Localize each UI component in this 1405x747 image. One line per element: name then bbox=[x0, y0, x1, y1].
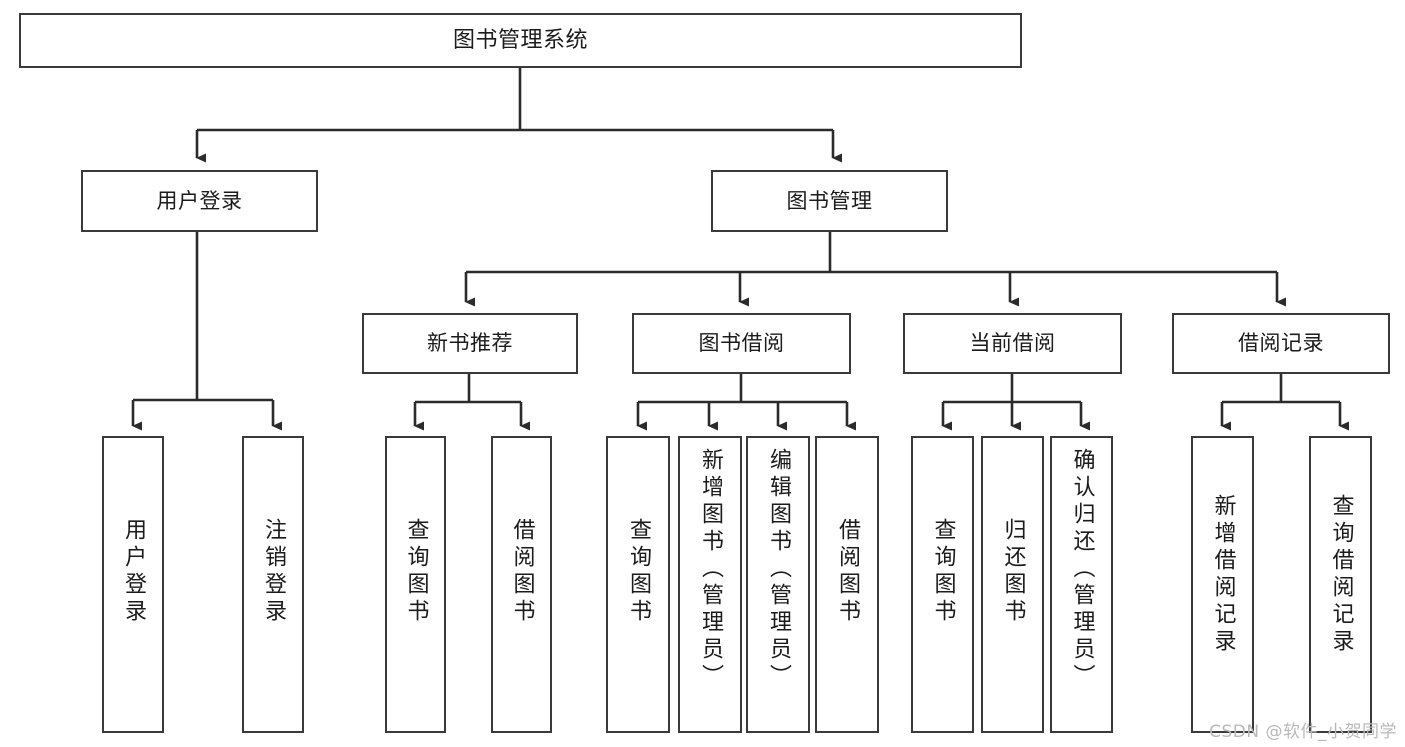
node-user-login[interactable]: 用户登录 bbox=[81, 170, 318, 232]
leaf-query-borrow-record[interactable]: 查询借阅记录 bbox=[1309, 436, 1372, 733]
leaf-user-login[interactable]: 用户登录 bbox=[102, 436, 164, 733]
node-label: 借阅图书 bbox=[509, 518, 535, 626]
leaf-borrow-book-recommend[interactable]: 借阅图书 bbox=[491, 436, 552, 733]
node-label: 查询图书 bbox=[626, 518, 651, 626]
leaf-logout[interactable]: 注销登录 bbox=[242, 436, 304, 733]
node-label: 查询图书 bbox=[930, 518, 956, 626]
node-label: 新增借阅记录 bbox=[1210, 494, 1236, 656]
node-current-borrow[interactable]: 当前借阅 bbox=[903, 313, 1122, 374]
csdn-watermark: CSDN @软件_小贺同学 bbox=[1209, 722, 1397, 742]
node-label: 新增图书（管理员） bbox=[698, 448, 723, 691]
node-label: 用户登录 bbox=[121, 518, 146, 626]
node-label: 归还图书 bbox=[1000, 518, 1026, 626]
node-label: 用户登录 bbox=[156, 188, 243, 213]
node-label: 查询图书 bbox=[403, 518, 429, 626]
leaf-return-book[interactable]: 归还图书 bbox=[981, 436, 1044, 733]
node-label: 编辑图书（管理员） bbox=[766, 448, 791, 691]
node-label: 借阅记录 bbox=[1238, 331, 1324, 356]
node-book-management[interactable]: 图书管理 bbox=[711, 170, 948, 232]
node-root-system[interactable]: 图书管理系统 bbox=[19, 13, 1022, 68]
node-label: 新书推荐 bbox=[427, 331, 513, 356]
node-label: 图书管理 bbox=[786, 188, 873, 213]
node-label: 确认归还（管理员） bbox=[1069, 448, 1095, 691]
node-label: 查询借阅记录 bbox=[1328, 494, 1354, 656]
leaf-confirm-return-admin[interactable]: 确认归还（管理员） bbox=[1050, 436, 1113, 733]
leaf-query-book-borrow[interactable]: 查询图书 bbox=[606, 436, 670, 733]
node-label: 图书借阅 bbox=[698, 331, 785, 356]
node-book-borrow[interactable]: 图书借阅 bbox=[632, 313, 851, 374]
node-new-book-recommend[interactable]: 新书推荐 bbox=[362, 313, 578, 374]
node-borrow-record[interactable]: 借阅记录 bbox=[1172, 313, 1390, 374]
leaf-query-book-current[interactable]: 查询图书 bbox=[911, 436, 974, 733]
node-label: 图书管理系统 bbox=[452, 27, 588, 53]
leaf-edit-book-admin[interactable]: 编辑图书（管理员） bbox=[746, 436, 810, 733]
node-label: 当前借阅 bbox=[969, 331, 1056, 356]
leaf-query-book-recommend[interactable]: 查询图书 bbox=[385, 436, 446, 733]
leaf-add-borrow-record[interactable]: 新增借阅记录 bbox=[1191, 436, 1254, 733]
leaf-borrow-book[interactable]: 借阅图书 bbox=[815, 436, 879, 733]
node-label: 借阅图书 bbox=[835, 518, 860, 626]
leaf-add-book-admin[interactable]: 新增图书（管理员） bbox=[678, 436, 742, 733]
node-label: 注销登录 bbox=[261, 518, 286, 626]
